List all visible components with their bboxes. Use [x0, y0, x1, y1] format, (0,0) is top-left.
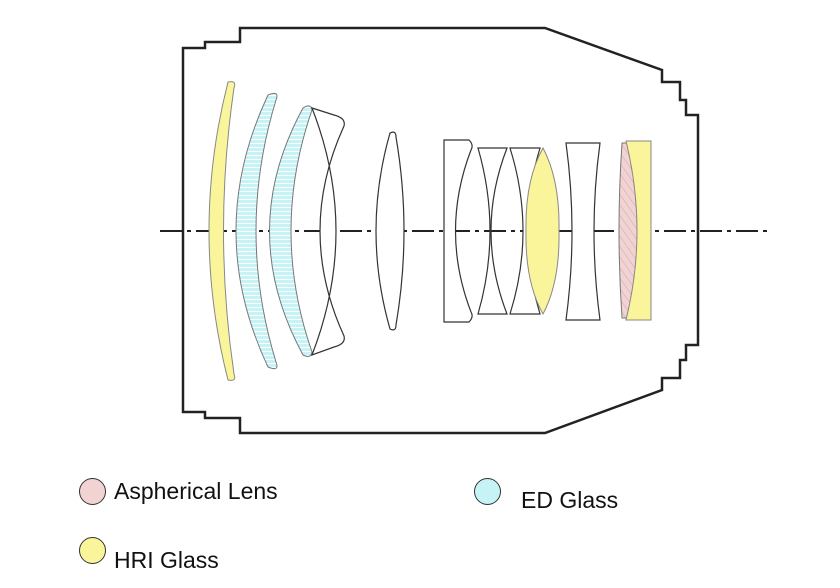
lens-element-ed-1	[235, 92, 278, 370]
lens-element-ed-2	[269, 105, 313, 357]
aspherical-swatch-icon	[79, 478, 106, 505]
legend-ed: ED Glass	[474, 469, 618, 514]
lens-element-middle-2	[477, 147, 508, 315]
legend-ed-label: ED Glass	[521, 487, 619, 513]
legend-aspherical: Aspherical Lens	[79, 478, 278, 505]
legend-hri-label: HRI Glass	[114, 547, 219, 573]
lens-barrel-outline	[181, 26, 700, 435]
lens-element-hri-middle	[525, 146, 560, 316]
lens-element-negative-meniscus	[310, 107, 345, 357]
lens-element-biconvex	[375, 131, 405, 331]
lens-element-middle-1	[443, 139, 473, 323]
hri-swatch-icon	[79, 537, 106, 564]
lens-element-hri-rear	[625, 140, 652, 321]
lens-element-middle-5	[565, 142, 601, 321]
legend-hri: HRI Glass	[79, 535, 219, 574]
legend-aspherical-label: Aspherical Lens	[114, 478, 278, 504]
ed-swatch-icon	[474, 478, 501, 505]
lens-element-hri-front	[208, 81, 236, 381]
